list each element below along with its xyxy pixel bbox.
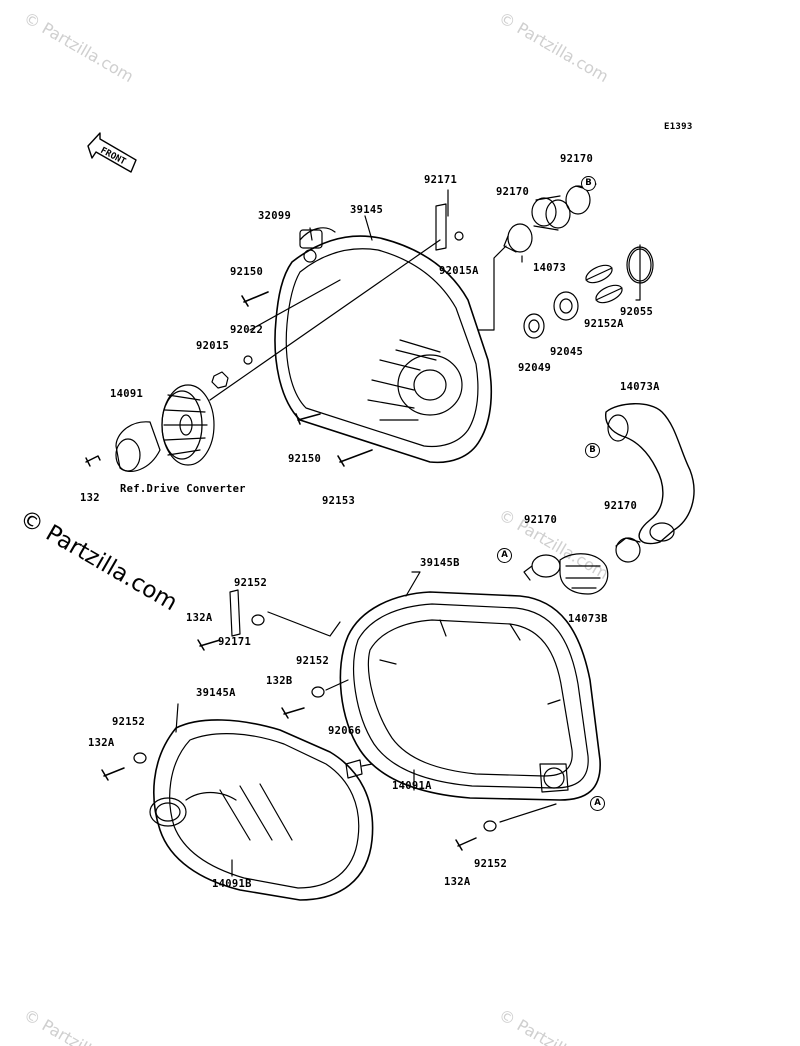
part-label: 92170 — [560, 153, 594, 165]
part-label: 92152 — [112, 716, 146, 728]
part-label: 92171 — [218, 636, 252, 648]
drive-cover-upper — [274, 227, 493, 464]
part-label: 132A — [88, 737, 115, 749]
part-label: 92066 — [328, 725, 362, 737]
part-label: 132 — [80, 492, 100, 504]
part-label: 92015A — [439, 265, 479, 277]
ref-note: Ref.Drive Converter — [120, 483, 246, 495]
part-label: 92015 — [196, 340, 230, 352]
part-label: 92152 — [234, 577, 268, 589]
hose-14073b — [559, 553, 609, 595]
part-label: 39145B — [420, 557, 460, 569]
part-label: 92171 — [424, 174, 458, 186]
part-label: 92153 — [322, 495, 356, 507]
part-label: 92022 — [230, 324, 264, 336]
part-label: 92049 — [518, 362, 552, 374]
part-label: 14073B — [568, 613, 608, 625]
part-label: 92150 — [230, 266, 264, 278]
part-label: 132A — [444, 876, 471, 888]
connector-b: B — [585, 443, 600, 458]
part-label: 92152A — [584, 318, 624, 330]
hose-14073 — [531, 195, 571, 231]
part-label: 39145A — [196, 687, 236, 699]
part-label: 39145 — [350, 204, 384, 216]
part-label: 92045 — [550, 346, 584, 358]
part-label: 92170 — [604, 500, 638, 512]
part-label: 92170 — [496, 186, 530, 198]
part-label: 132A — [186, 612, 213, 624]
drive-cover-middle — [339, 591, 601, 801]
part-label: 92152 — [296, 655, 330, 667]
diagram-code: E1393 — [664, 122, 693, 132]
part-label: 92170 — [524, 514, 558, 526]
front-arrow-label: FRONT — [99, 146, 128, 168]
hose-14073a — [605, 403, 695, 545]
connector-a: A — [590, 796, 605, 811]
part-label: 14073 — [533, 262, 567, 274]
part-label: 92055 — [620, 306, 654, 318]
part-label: 132B — [266, 675, 293, 687]
part-label: 14091A — [392, 780, 432, 792]
connector-a: A — [497, 548, 512, 563]
cap-14091 — [115, 421, 161, 472]
part-label: 92152 — [474, 858, 508, 870]
part-label: 92150 — [288, 453, 322, 465]
part-label: 32099 — [258, 210, 292, 222]
drive-converter — [161, 384, 215, 466]
part-label: 14091B — [212, 878, 252, 890]
part-label: 14091 — [110, 388, 144, 400]
connector-b: B — [581, 176, 596, 191]
part-label: 14073A — [620, 381, 660, 393]
drive-cover-outer — [149, 719, 374, 901]
front-arrow-icon: FRONT — [87, 132, 137, 173]
